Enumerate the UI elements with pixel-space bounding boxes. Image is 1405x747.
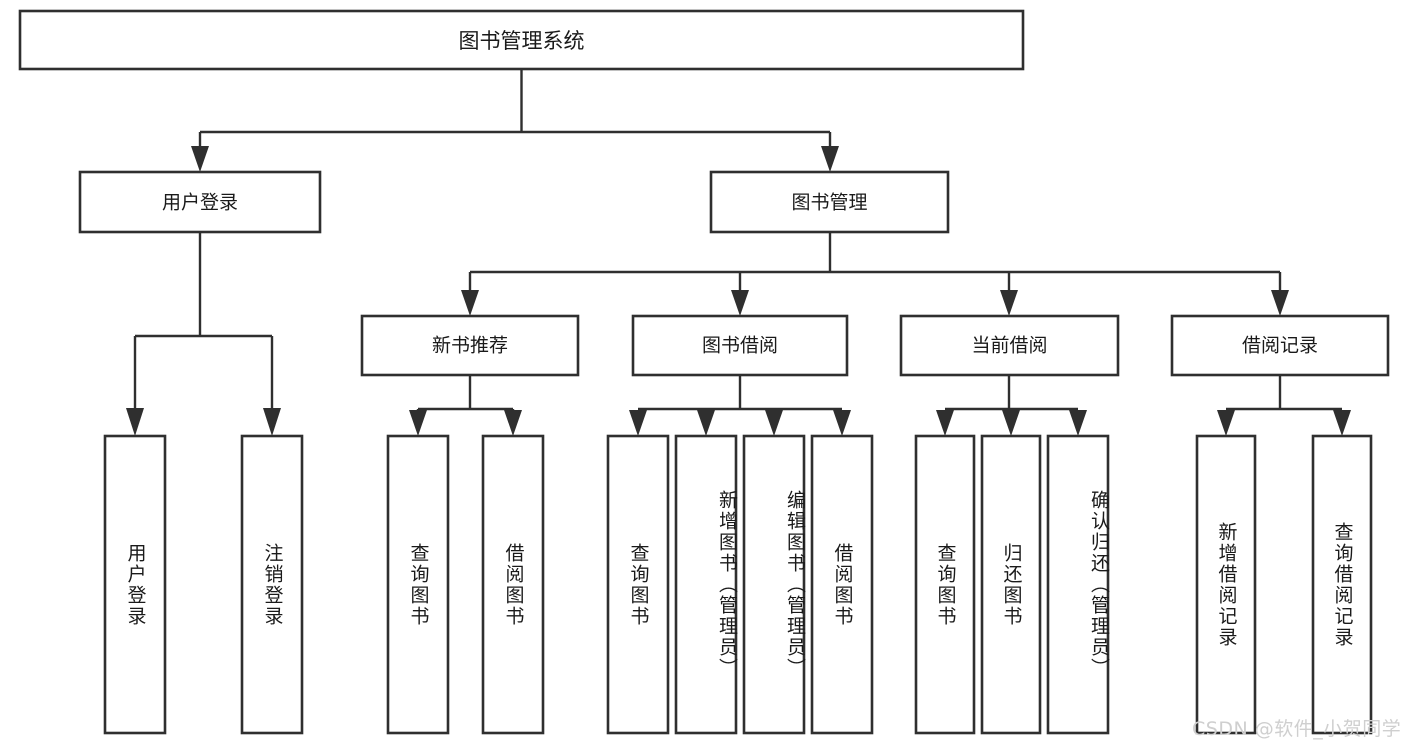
node-new-book-recommend-box[interactable] — [360, 314, 580, 377]
node-root-label: 图书管理系统 — [459, 29, 585, 53]
node-book-manage[interactable]: 图书管理 — [709, 170, 950, 234]
connector-group-current-borrow — [936, 375, 1087, 436]
connector-group-book-borrow — [629, 375, 851, 436]
connector-group-book-manage — [461, 232, 1289, 316]
csdn-watermark: CSDN @软件_小贺同学 — [1192, 718, 1402, 740]
node-current-borrow[interactable]: 当前借阅 — [899, 314, 1120, 377]
arrow-head-borrow-record — [1271, 290, 1289, 316]
arrow-head-bb-add-book — [697, 410, 715, 436]
node-bb-borrow-book-box[interactable] — [810, 434, 874, 735]
arrow-head-user-login — [191, 146, 209, 172]
node-bb-edit-book-box[interactable] — [742, 434, 806, 735]
node-cb-confirm-return-box[interactable] — [1046, 434, 1110, 735]
arrow-head-cb-confirm-return — [1069, 410, 1087, 436]
connector-group-new-book-recommend — [409, 375, 522, 436]
arrow-head-bb-edit-book — [765, 410, 783, 436]
node-cb-return-book-box[interactable] — [980, 434, 1042, 735]
arrow-head-cb-return-book — [1002, 410, 1020, 436]
node-br-query-record-box[interactable] — [1311, 434, 1373, 735]
node-user-logout-box[interactable] — [240, 434, 304, 735]
node-current-borrow-label: 当前借阅 — [971, 335, 1047, 357]
connector-group-root — [191, 69, 839, 172]
node-borrow-record-label: 借阅记录 — [1242, 335, 1318, 357]
node-borrow-record[interactable]: 借阅记录 — [1170, 314, 1390, 377]
node-new-book-recommend[interactable]: 新书推荐 — [360, 314, 580, 377]
arrow-head-bb-borrow-book — [833, 410, 851, 436]
node-user-login-do-box[interactable] — [103, 434, 167, 735]
node-user-login[interactable]: 用户登录 — [78, 170, 322, 234]
arrow-head-cb-query-book — [936, 410, 954, 436]
node-new-book-recommend-label: 新书推荐 — [432, 335, 508, 357]
arrow-head-user-login-do — [126, 408, 144, 436]
node-book-borrow-label: 图书借阅 — [702, 335, 778, 357]
node-br-add-record-box[interactable] — [1195, 434, 1257, 735]
arrow-head-nbr-borrow-book — [504, 410, 522, 436]
node-book-manage-box[interactable] — [709, 170, 950, 234]
node-borrow-record-box[interactable] — [1170, 314, 1390, 377]
arrow-head-bb-query-book — [629, 410, 647, 436]
arrow-head-current-borrow — [1000, 290, 1018, 316]
node-bb-add-book-box[interactable] — [674, 434, 738, 735]
node-book-borrow[interactable]: 图书借阅 — [631, 314, 849, 377]
node-bb-query-book-box[interactable] — [606, 434, 670, 735]
node-current-borrow-box[interactable] — [899, 314, 1120, 377]
arrow-head-br-add-record — [1217, 410, 1235, 436]
node-user-login-box[interactable] — [78, 170, 322, 234]
arrow-head-book-borrow — [731, 290, 749, 316]
node-book-manage-label: 图书管理 — [791, 192, 867, 214]
arrow-head-book-manage — [821, 146, 839, 172]
node-root-box[interactable] — [18, 9, 1025, 71]
node-nbr-borrow-book-box[interactable] — [481, 434, 545, 735]
arrow-head-user-logout — [263, 408, 281, 436]
node-cb-query-book-box[interactable] — [914, 434, 976, 735]
connector-group-borrow-record — [1217, 375, 1351, 436]
node-nbr-query-book-box[interactable] — [386, 434, 450, 735]
connector-group-user-login — [126, 232, 281, 436]
node-user-login-label: 用户登录 — [162, 192, 238, 214]
arrow-head-br-query-record — [1333, 410, 1351, 436]
node-book-borrow-box[interactable] — [631, 314, 849, 377]
arrow-head-new-book-recommend — [461, 290, 479, 316]
arrow-head-nbr-query-book — [409, 410, 427, 436]
node-root[interactable]: 图书管理系统 — [18, 9, 1025, 71]
